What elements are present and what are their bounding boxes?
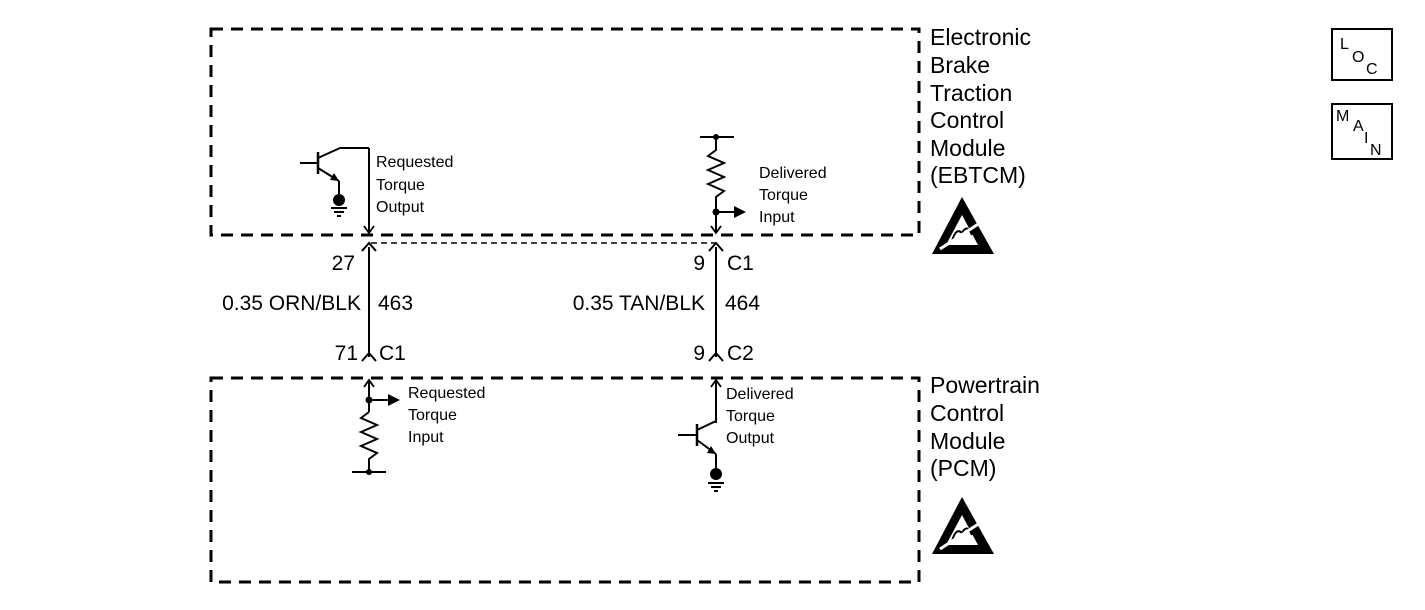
pcm-delivered-torque-output-driver: Delivered Torque Output <box>678 378 798 492</box>
connector-terminal <box>361 351 377 362</box>
pcm-name-line: (PCM) <box>930 455 996 481</box>
pcm-module: Powertrain Control Module (PCM) <box>209 372 1046 584</box>
circuit-number: 464 <box>725 292 760 315</box>
ebtcm-name: Electronic Brake Traction Control Module… <box>930 24 1037 188</box>
ground-icon <box>331 207 347 217</box>
esd-warning-icon <box>932 197 994 254</box>
pin-number: 9 <box>693 252 705 275</box>
ebtcm-name-line: Control <box>930 107 1004 133</box>
connector-terminal <box>708 241 724 252</box>
pcm-name-line: Module <box>930 428 1005 454</box>
circuit-464-wire: 9 C1 0.35 TAN/BLK 464 9 C2 <box>573 241 760 365</box>
main-button-letter: A <box>1353 118 1364 135</box>
pcm-name: Powertrain Control Module (PCM) <box>930 372 1046 481</box>
pin-number: 71 <box>335 342 358 365</box>
loc-button-letter: O <box>1352 49 1364 66</box>
connector-id: C2 <box>727 342 754 365</box>
pull-down-resistor <box>358 411 380 472</box>
pcm-module-boundary <box>209 376 921 584</box>
ebtcm-name-line: Brake <box>930 52 990 78</box>
requested-torque-output-label: Requested Torque Output <box>376 154 458 216</box>
connector-terminal <box>708 351 724 362</box>
main-button-letter: M <box>1336 108 1349 125</box>
pull-up-resistor <box>705 137 727 232</box>
signal-arrow-icon <box>388 394 400 406</box>
wire-color-label: 0.35 ORN/BLK <box>222 292 361 315</box>
esd-warning-icon <box>932 497 994 554</box>
circuit-463-wire: 27 0.35 ORN/BLK 463 71 C1 <box>222 241 413 365</box>
ebtcm-delivered-torque-input-circuit: Delivered Torque Input <box>700 134 831 235</box>
connector-terminal <box>361 241 377 252</box>
ebtcm-module-boundary <box>209 27 921 237</box>
ebtcm-module: Electronic Brake Traction Control Module… <box>209 24 1037 254</box>
pin-number: 9 <box>693 342 705 365</box>
wire-color-label: 0.35 TAN/BLK <box>573 292 705 315</box>
loc-button-letter: L <box>1340 36 1349 53</box>
ebtcm-name-line: Traction <box>930 80 1012 106</box>
pcm-name-line: Control <box>930 400 1004 426</box>
connector-id: C1 <box>379 342 406 365</box>
pcm-name-line: Powertrain <box>930 372 1040 398</box>
circuit-number: 463 <box>378 292 413 315</box>
loc-button[interactable]: L O C <box>1331 28 1393 81</box>
connector-id: C1 <box>727 252 754 275</box>
delivered-torque-output-label: Delivered Torque Output <box>726 386 798 447</box>
pin-number: 27 <box>332 252 355 275</box>
ebtcm-name-line: Electronic <box>930 24 1031 50</box>
main-button-letter: I <box>1364 130 1368 147</box>
ebtcm-name-line: (EBTCM) <box>930 162 1026 188</box>
requested-torque-input-label: Requested Torque Input <box>408 385 490 446</box>
ground-icon <box>708 482 724 492</box>
signal-arrow-icon <box>734 206 746 218</box>
delivered-torque-input-label: Delivered Torque Input <box>759 165 831 226</box>
main-button[interactable]: M A I N <box>1331 103 1393 160</box>
ebtcm-name-line: Module <box>930 135 1005 161</box>
pcm-requested-torque-input-circuit: Requested Torque Input <box>352 378 490 475</box>
main-button-letter: N <box>1370 142 1382 159</box>
ebtcm-requested-torque-output-driver: Requested Torque Output <box>300 147 458 235</box>
loc-button-letter: C <box>1366 61 1378 78</box>
